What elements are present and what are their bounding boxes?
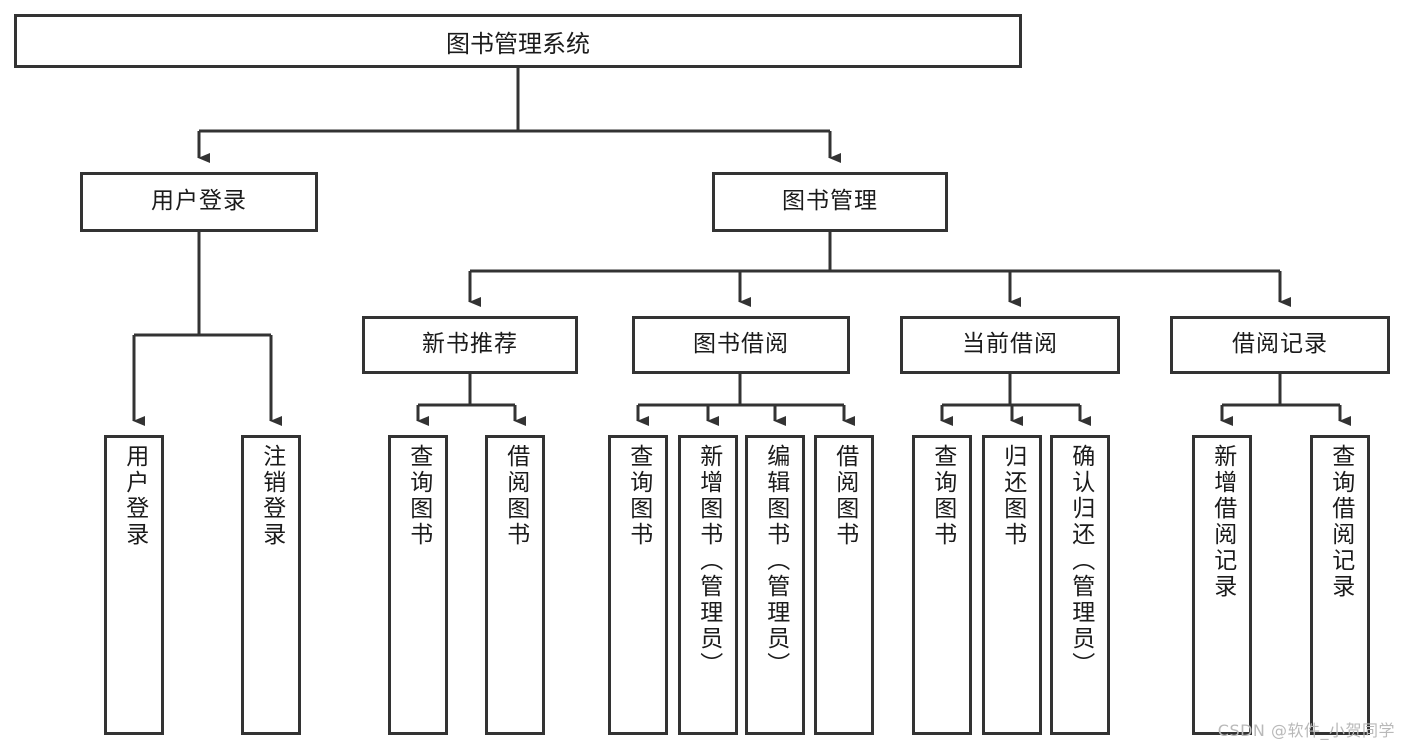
leaf-add-book-admin[interactable]: 新增图书（管理员）: [678, 435, 738, 735]
leaf-borrow-book-recommend[interactable]: 借阅图书: [485, 435, 545, 735]
node-root-label: 图书管理系统: [446, 29, 590, 58]
node-book-borrow-label: 图书借阅: [693, 331, 789, 358]
leaf-add-borrow-record-label: 新增借阅记录: [1209, 444, 1236, 600]
leaf-borrow-book-label: 借阅图书: [831, 444, 858, 548]
node-book-management[interactable]: 图书管理: [712, 172, 948, 232]
leaf-query-book-recommend-label: 查询图书: [405, 444, 432, 548]
leaf-query-borrow-record[interactable]: 查询借阅记录: [1310, 435, 1370, 735]
leaf-query-book-current-label: 查询图书: [929, 444, 956, 548]
leaf-confirm-return-admin[interactable]: 确认归还（管理员）: [1050, 435, 1110, 735]
node-book-borrow[interactable]: 图书借阅: [632, 316, 850, 374]
node-borrow-record-label: 借阅记录: [1232, 331, 1328, 358]
leaf-return-book-label: 归还图书: [999, 444, 1026, 548]
leaf-edit-book-admin[interactable]: 编辑图书（管理员）: [745, 435, 805, 735]
node-new-book-recommend-label: 新书推荐: [422, 331, 518, 358]
leaf-query-book-borrow-label: 查询图书: [625, 444, 652, 548]
leaf-logout[interactable]: 注销登录: [241, 435, 301, 735]
leaf-query-book-recommend[interactable]: 查询图书: [388, 435, 448, 735]
leaf-borrow-book-recommend-label: 借阅图书: [502, 444, 529, 548]
watermark: CSDN @软件_小贺同学: [1217, 721, 1395, 740]
leaf-edit-book-admin-label: 编辑图书（管理员）: [762, 444, 789, 678]
leaf-borrow-book[interactable]: 借阅图书: [814, 435, 874, 735]
node-root[interactable]: 图书管理系统: [14, 14, 1022, 68]
leaf-user-login[interactable]: 用户登录: [104, 435, 164, 735]
leaf-user-login-label: 用户登录: [121, 444, 148, 548]
leaf-add-borrow-record[interactable]: 新增借阅记录: [1192, 435, 1252, 735]
node-new-book-recommend[interactable]: 新书推荐: [362, 316, 578, 374]
node-book-management-label: 图书管理: [782, 188, 878, 215]
leaf-return-book[interactable]: 归还图书: [982, 435, 1042, 735]
leaf-add-book-admin-label: 新增图书（管理员）: [695, 444, 722, 678]
node-current-borrow-label: 当前借阅: [962, 331, 1058, 358]
leaf-logout-label: 注销登录: [258, 444, 285, 548]
leaf-query-borrow-record-label: 查询借阅记录: [1327, 444, 1354, 600]
node-user-login-label: 用户登录: [151, 188, 247, 215]
node-user-login[interactable]: 用户登录: [80, 172, 318, 232]
leaf-confirm-return-admin-label: 确认归还（管理员）: [1067, 444, 1094, 678]
leaf-query-book-borrow[interactable]: 查询图书: [608, 435, 668, 735]
node-borrow-record[interactable]: 借阅记录: [1170, 316, 1390, 374]
node-current-borrow[interactable]: 当前借阅: [900, 316, 1120, 374]
leaf-query-book-current[interactable]: 查询图书: [912, 435, 972, 735]
